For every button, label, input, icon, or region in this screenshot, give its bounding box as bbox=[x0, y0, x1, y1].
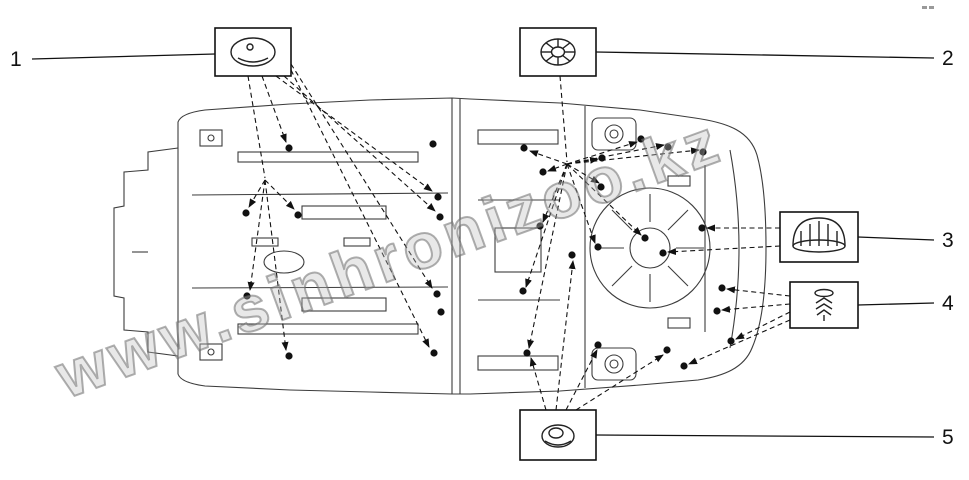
plug-location-dot bbox=[594, 243, 602, 251]
plug-location-dot bbox=[523, 349, 531, 357]
callout-number-1: 1 bbox=[10, 48, 22, 71]
callout-box-5 bbox=[519, 409, 597, 461]
plug-location-dot bbox=[429, 140, 437, 148]
plug-location-dot bbox=[641, 234, 649, 242]
ring-grommet-icon bbox=[541, 424, 575, 448]
page-artifact bbox=[922, 6, 940, 14]
expansion-pin-clip-icon bbox=[814, 288, 834, 321]
plug-location-dot bbox=[520, 144, 528, 152]
callout-arrows bbox=[247, 63, 791, 411]
plug-location-dot bbox=[430, 349, 438, 357]
plug-location-dot bbox=[285, 144, 293, 152]
dome-cap-plug-icon bbox=[792, 217, 846, 253]
callout-box-2 bbox=[519, 27, 597, 77]
callout-box-1 bbox=[214, 27, 292, 77]
callout-number-4: 4 bbox=[942, 292, 954, 315]
plug-location-dot bbox=[663, 346, 671, 354]
callout-number-3: 3 bbox=[942, 229, 954, 252]
plug-location-dot bbox=[285, 352, 293, 360]
underbody-outline bbox=[113, 97, 767, 395]
plug-location-dot bbox=[434, 193, 442, 201]
plug-location-dot bbox=[536, 222, 544, 230]
underbody-front-floor-details bbox=[191, 129, 449, 361]
plug-location-dot bbox=[597, 183, 605, 191]
plug-location-dot bbox=[680, 362, 688, 370]
plug-location-dot bbox=[637, 135, 645, 143]
ribbed-round-grommet-icon bbox=[540, 38, 576, 66]
plug-location-dot bbox=[519, 287, 527, 295]
callout-box-3 bbox=[779, 211, 859, 263]
callout-number-5: 5 bbox=[942, 426, 954, 449]
spare-wheel-well bbox=[589, 187, 711, 309]
plug-location-dot bbox=[713, 307, 721, 315]
plug-location-dot bbox=[294, 211, 302, 219]
plug-location-dot bbox=[699, 148, 707, 156]
plug-location-dot bbox=[437, 308, 445, 316]
plug-location-dot bbox=[664, 143, 672, 151]
plug-location-dots bbox=[242, 135, 735, 370]
callout-number-2: 2 bbox=[942, 47, 954, 70]
callout-box-4 bbox=[789, 281, 859, 329]
oval-blanking-plug-icon bbox=[230, 37, 276, 67]
plug-location-dot bbox=[727, 337, 735, 345]
plug-location-dot bbox=[436, 213, 444, 221]
plug-location-dot bbox=[539, 168, 547, 176]
leader-lines bbox=[31, 51, 935, 438]
plug-location-dot bbox=[718, 284, 726, 292]
plug-location-dot bbox=[243, 292, 251, 300]
plug-location-dot bbox=[242, 209, 250, 217]
plug-location-dot bbox=[568, 251, 576, 259]
underbody-rear-floor-details bbox=[477, 117, 740, 381]
plug-location-dot bbox=[433, 290, 441, 298]
plug-location-dot bbox=[594, 341, 602, 349]
plug-location-dot bbox=[698, 224, 706, 232]
plug-location-dot bbox=[659, 249, 667, 257]
